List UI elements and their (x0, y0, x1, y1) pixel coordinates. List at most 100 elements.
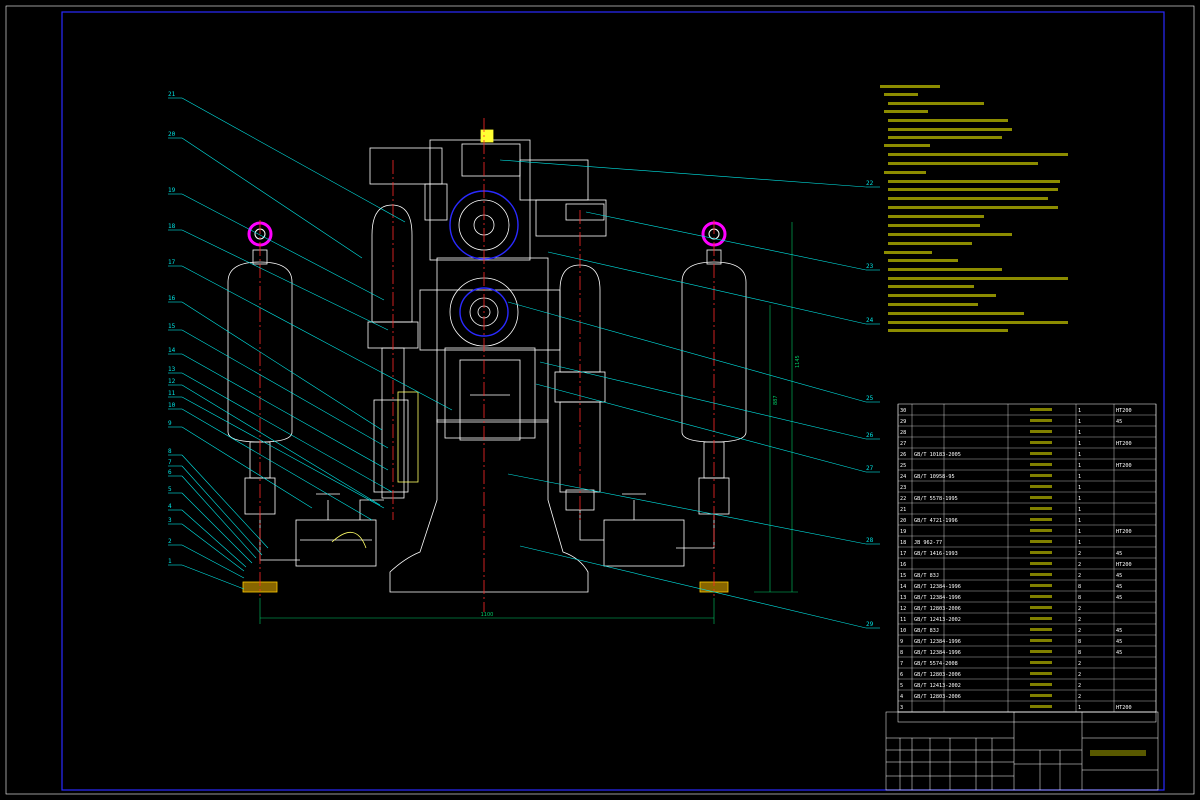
bom-qty: 8 (1078, 650, 1081, 656)
right-air-vessel (681, 261, 747, 443)
note-line (888, 206, 1058, 209)
leader-line (181, 229, 389, 331)
leader-line (181, 475, 257, 559)
bom-name-cell (1030, 474, 1052, 477)
note-line (888, 233, 1012, 236)
bom-material: 45 (1116, 595, 1122, 601)
bom-qty: 1 (1078, 496, 1081, 502)
leader-line (181, 396, 385, 509)
bom-name-cell (1030, 540, 1052, 543)
note-line (888, 259, 958, 262)
left-elbow (331, 532, 367, 549)
bom-material: 45 (1116, 650, 1122, 656)
bom-item-number: 18 (900, 540, 906, 546)
lower-gear-mid (459, 287, 509, 337)
callout-number: 25 (866, 395, 874, 402)
callout-number: 27 (866, 465, 874, 472)
note-line (888, 312, 1024, 315)
bom-standard: GB/T 12803-2006 (914, 694, 961, 700)
leader-line (181, 492, 253, 564)
centerlines (259, 118, 715, 612)
callout-number: 12 (168, 378, 176, 385)
leader-line (507, 473, 867, 545)
bom-item-number: 9 (900, 639, 903, 645)
callout-number: 4 (168, 503, 172, 510)
bom-item-number: 25 (900, 463, 906, 469)
note-line (884, 171, 926, 174)
bom-item-number: 24 (900, 474, 906, 480)
bom-name-cell (1030, 496, 1052, 499)
bom-standard: GB/T 12384-1996 (914, 650, 961, 656)
bom-item-number: 8 (900, 650, 903, 656)
leader-line (181, 426, 313, 509)
left-packing-gland (397, 391, 419, 483)
outer-frame (5, 5, 1195, 795)
bom-standard: GB/T 1416-1993 (914, 551, 958, 557)
bom-item-number: 16 (900, 562, 906, 568)
bom-item-number: 22 (900, 496, 906, 502)
note-line (888, 329, 1008, 332)
callout-number: 26 (866, 432, 874, 439)
bom-qty: 2 (1078, 562, 1081, 568)
bom-qty: 1 (1078, 540, 1081, 546)
dimension-width-label: 1100 (481, 612, 494, 618)
note-line (884, 251, 932, 254)
bom-qty: 2 (1078, 672, 1081, 678)
callout-number: 8 (168, 448, 172, 455)
callout-number: 13 (168, 366, 176, 373)
bom-qty: 8 (1078, 639, 1081, 645)
bom-qty: 2 (1078, 606, 1081, 612)
callout-number: 16 (168, 295, 176, 302)
bom-item-number: 5 (900, 683, 903, 689)
bom-qty: 1 (1078, 430, 1081, 436)
bom-qty: 1 (1078, 705, 1081, 711)
bom-name-cell (1030, 661, 1052, 664)
leader-line (181, 353, 389, 471)
bom-qty: 2 (1078, 617, 1081, 623)
bom-item-number: 20 (900, 518, 906, 524)
right-gate-valve (622, 493, 646, 520)
bom-standard: GB/T 12803-2006 (914, 672, 961, 678)
bom-name-cell (1030, 628, 1052, 631)
note-line (888, 162, 1038, 165)
bom-qty: 8 (1078, 584, 1081, 590)
callout-number: 9 (168, 420, 172, 427)
bom-qty: 1 (1078, 529, 1081, 535)
note-line (888, 321, 1068, 324)
bom-qty: 1 (1078, 441, 1081, 447)
title-block-title-cell (1090, 750, 1146, 756)
leader-line (181, 384, 381, 506)
bom-item-number: 14 (900, 584, 906, 590)
note-line (888, 197, 1048, 200)
bom-qty: 2 (1078, 573, 1081, 579)
callout-number: 29 (866, 621, 874, 628)
technical-notes (880, 85, 1068, 332)
bom-standard: JB 962-77 (914, 540, 942, 546)
bom-qty: 8 (1078, 595, 1081, 601)
callout-number: 6 (168, 469, 172, 476)
bom-standard: GB/T 12803-2006 (914, 606, 961, 612)
note-line (888, 180, 1060, 183)
bom-name-cell (1030, 694, 1052, 697)
bom-name-cell (1030, 518, 1052, 521)
callout-number: 11 (168, 390, 176, 397)
bom-name-cell (1030, 452, 1052, 455)
drawing-border (61, 11, 1165, 791)
callout-number: 5 (168, 486, 172, 493)
bom-name-cell (1030, 485, 1052, 488)
